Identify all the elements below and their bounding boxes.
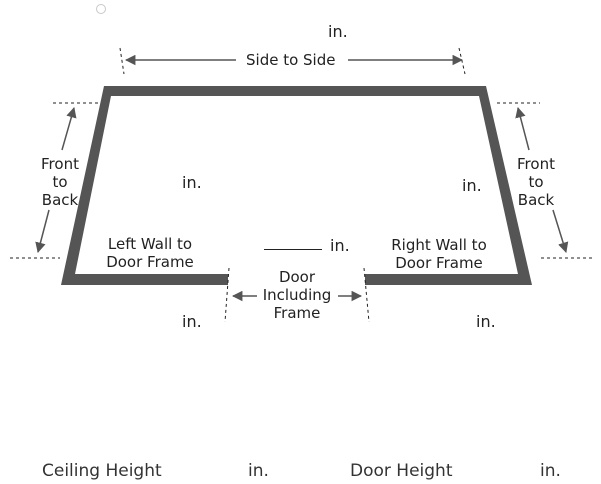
front-to-back-left-unit: in. <box>182 173 202 192</box>
front-to-back-left-line-3: Back <box>41 191 79 209</box>
front-to-back-right-line-1: Front <box>517 155 555 173</box>
right-wall-label: Right Wall to Door Frame <box>384 236 494 272</box>
right-wall-line-1: Right Wall to <box>391 236 487 254</box>
front-to-back-right-line-2: to <box>528 173 544 191</box>
right-arrow-down <box>552 209 569 254</box>
front-to-back-right-unit: in. <box>462 176 482 195</box>
door-height-input[interactable] <box>466 462 532 480</box>
door-line-3: Frame <box>273 304 321 322</box>
left-wall-unit: in. <box>182 312 202 331</box>
right-wall-input[interactable] <box>412 311 468 329</box>
front-to-back-left-line-1: Front <box>41 155 79 173</box>
right-wall-line-2: Door Frame <box>395 254 483 272</box>
left-wall-line-2: Door Frame <box>106 253 194 271</box>
door-width-unit: in. <box>330 236 350 255</box>
front-to-back-left-input[interactable] <box>118 172 174 190</box>
left-arrow-up <box>61 106 77 151</box>
front-to-back-right-label: Front to Back <box>506 155 566 209</box>
door-label: Door Including Frame <box>252 268 342 322</box>
right-arrow-up <box>515 106 530 151</box>
left-wall-input[interactable] <box>118 311 174 329</box>
side-to-side-unit: in. <box>328 22 348 41</box>
side-guide-right <box>458 47 466 75</box>
left-wall-line-1: Left Wall to <box>107 235 193 253</box>
radio-option-icon[interactable] <box>96 4 106 14</box>
room-walls <box>61 86 532 285</box>
door-height-unit: in. <box>540 461 561 481</box>
door-line-2: Including <box>262 286 332 304</box>
front-to-back-right-line-3: Back <box>517 191 555 209</box>
door-line-1: Door <box>278 268 316 286</box>
front-to-back-left-line-2: to <box>52 173 68 191</box>
left-arrow-down <box>35 209 50 254</box>
side-to-side-label: Side to Side <box>246 51 336 69</box>
door-height-label: Door Height <box>350 461 453 481</box>
right-wall-unit: in. <box>476 312 496 331</box>
left-wall-label: Left Wall to Door Frame <box>100 235 200 271</box>
side-guide-left <box>119 47 125 75</box>
ceiling-height-input[interactable] <box>176 462 238 480</box>
ceiling-height-label: Ceiling Height <box>42 461 162 481</box>
ceiling-height-unit: in. <box>248 461 269 481</box>
side-to-side-input[interactable] <box>230 22 322 40</box>
door-width-input[interactable] <box>264 233 322 250</box>
front-to-back-right-input[interactable] <box>398 175 454 193</box>
front-to-back-left-label: Front to Back <box>30 155 90 209</box>
